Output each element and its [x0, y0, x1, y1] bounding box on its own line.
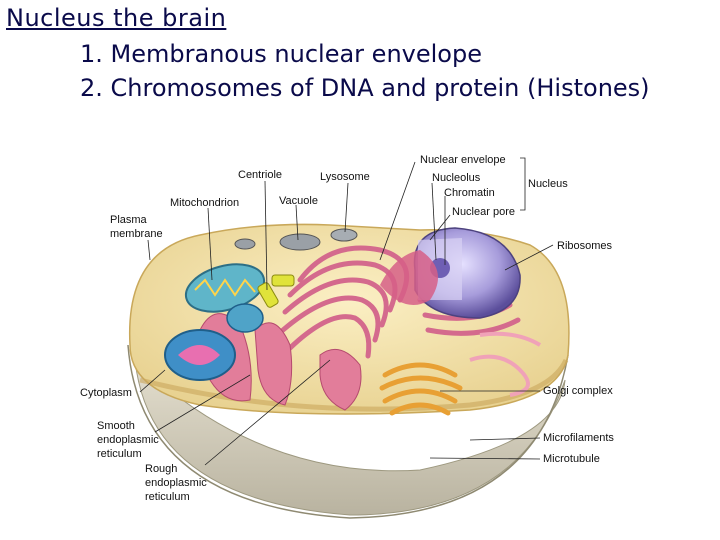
label-plasma-membrane-1: Plasma — [110, 214, 147, 226]
label-microfilaments: Microfilaments — [543, 432, 614, 444]
label-nucleolus: Nucleolus — [432, 172, 481, 184]
label-vacuole: Vacuole — [279, 195, 318, 207]
mitochondria-shapes — [164, 263, 266, 381]
label-golgi-complex: Golgi complex — [543, 385, 613, 397]
label-nuclear-envelope: Nuclear envelope — [420, 154, 506, 166]
label-centriole: Centriole — [238, 169, 283, 181]
golgi-shape — [379, 362, 463, 416]
nucleus-shape — [380, 227, 521, 319]
cell-base — [134, 358, 566, 516]
label-ribosomes: Ribosomes — [557, 240, 613, 252]
point-nuclear-envelope: 1. Membranous nuclear envelope — [80, 40, 482, 68]
centriole-shape — [257, 274, 295, 308]
leader-lines — [139, 157, 554, 466]
lysosome-shape — [330, 228, 358, 242]
label-smooth-er-1: Smooth — [97, 420, 135, 432]
label-rough-er-1: Rough — [145, 463, 178, 475]
label-cytoplasm: Cytoplasm — [80, 387, 132, 399]
point-chromosomes: 2. Chromosomes of DNA and protein (Histo… — [80, 74, 650, 102]
label-chromatin: Chromatin — [444, 187, 495, 199]
slide-title: Nucleus the brain — [6, 4, 227, 32]
label-smooth-er-3: reticulum — [97, 448, 142, 460]
label-nuclear-pore: Nuclear pore — [452, 206, 515, 218]
label-microtubule: Microtubule — [543, 453, 600, 465]
label-smooth-er-2: endoplasmic — [97, 434, 159, 446]
label-lysosome: Lysosome — [320, 171, 370, 183]
label-plasma-membrane-2: membrane — [110, 228, 163, 240]
vacuole-shape — [279, 233, 321, 251]
label-rough-er-3: reticulum — [145, 491, 190, 503]
label-nucleus: Nucleus — [528, 178, 568, 190]
label-rough-er-2: endoplasmic — [145, 477, 207, 489]
label-mitochondrion: Mitochondrion — [170, 197, 240, 209]
